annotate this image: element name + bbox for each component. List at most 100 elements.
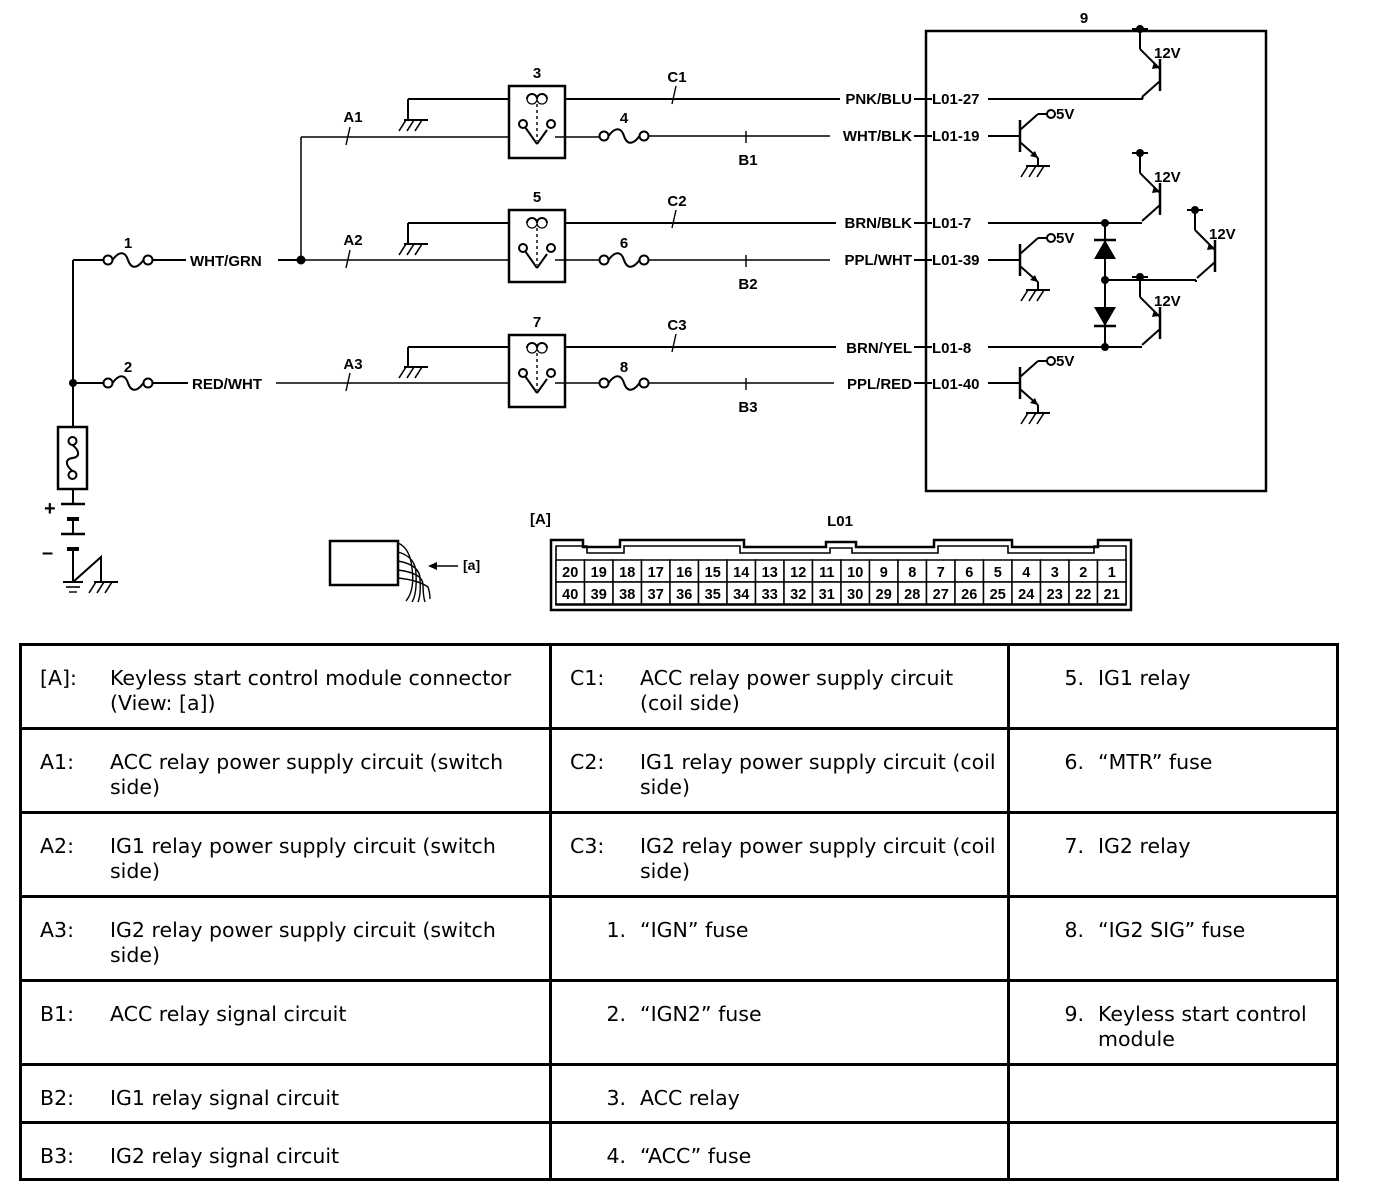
legend-cell [1007, 1121, 1339, 1181]
connector-pin-number: 36 [676, 587, 692, 603]
connector-pin-number: 39 [591, 587, 607, 603]
connector-pin-number: 31 [819, 587, 835, 603]
legend-code: C1: [570, 666, 605, 690]
connector-pin-number: 3 [1051, 565, 1059, 581]
diode-2-icon [1094, 307, 1116, 326]
wire-label-wht-grn: WHT/GRN [190, 253, 262, 270]
legend-text: IG2 relay [1098, 834, 1191, 858]
transistor-5v-1 [1020, 110, 1055, 177]
legend-cell: 1. “IGN” fuse [549, 895, 1010, 982]
legend-cell: C1: ACC relay power supply circuit (coil … [549, 643, 1010, 730]
circuit-label-a1: A1 [343, 109, 362, 126]
connector-pin-number: 18 [619, 565, 635, 581]
connector-pin-number: 19 [591, 565, 607, 581]
circuit-label-c2: C2 [667, 193, 686, 210]
legend-cell: [A]:Keyless start control module connect… [19, 643, 552, 730]
legend-code: A1: [40, 750, 74, 774]
module-label: 9 [1080, 10, 1088, 27]
legend-text: IG2 relay power supply circuit (coil sid… [640, 834, 996, 883]
voltage-12v-1: 12V [1154, 45, 1181, 62]
legend-table: [A]:Keyless start control module connect… [19, 643, 1339, 1181]
legend-cell: 5.IG1 relay [1007, 643, 1339, 730]
legend-cell: A3: IG2 relay power supply circuit (switc… [19, 895, 552, 982]
legend-text: “IG2 SIG” fuse [1098, 918, 1246, 942]
voltage-12v-3: 12V [1209, 226, 1236, 243]
wire-label-brn-blk: BRN/BLK [845, 215, 913, 232]
legend-code: 2. [606, 1002, 626, 1026]
legend-cell: 3. ACC relay [549, 1063, 1010, 1124]
connector-pin-number: 11 [819, 565, 834, 581]
legend-cell [1007, 1063, 1339, 1124]
connector-pin-number: 15 [705, 565, 721, 581]
legend-text: ACC relay signal circuit [110, 1002, 347, 1026]
legend-code: B1: [40, 1002, 75, 1026]
legend-row: B1: ACC relay signal circuit 2. “IGN2” fuse… [19, 979, 1339, 1066]
legend-code: 1. [606, 918, 626, 942]
legend-text: ACC relay power supply circuit (coil sid… [640, 666, 954, 715]
legend-cell: 2. “IGN2” fuse [549, 979, 1010, 1066]
legend-cell: A2:IG1 relay power supply circuit (switc… [19, 811, 552, 898]
voltage-12v-2: 12V [1154, 169, 1181, 186]
legend-code: 6. [1064, 750, 1084, 774]
connector-pin-number: 26 [961, 587, 977, 603]
pin-l01-8: L01-8 [932, 340, 971, 357]
legend-text: IG2 relay power supply circuit (switch s… [110, 918, 496, 967]
legend-cell: 4.“ACC” fuse [549, 1121, 1010, 1181]
connector-pin-number: 29 [876, 587, 892, 603]
circuit-label-b2: B2 [738, 276, 757, 293]
transistor-5v-2 [1020, 234, 1055, 301]
legend-row: A2:IG1 relay power supply circuit (switc… [19, 811, 1339, 898]
legend-text: “IGN” fuse [640, 918, 749, 942]
circuit-label-c1: C1 [667, 69, 686, 86]
fuse-6-label: 6 [620, 235, 628, 252]
connector-pin-number: 10 [847, 565, 863, 581]
legend-cell: C3:IG2 relay power supply circuit (coil … [549, 811, 1010, 898]
connector-pin-number: 4 [1022, 565, 1030, 581]
connector-pin-number: 13 [762, 565, 778, 581]
connector-pin-number: 14 [733, 565, 749, 581]
connector-pin-number: 40 [562, 587, 578, 603]
acc-relay-icon [507, 84, 567, 160]
legend-text: IG2 relay signal circuit [110, 1144, 340, 1168]
wire-label-red-wht: RED/WHT [192, 376, 262, 393]
connector-pin-number: 27 [933, 587, 949, 603]
legend-cell: 7.IG2 relay [1007, 811, 1339, 898]
fuse-8-icon [598, 375, 650, 391]
fuse-4-label: 4 [620, 110, 629, 127]
circuit-label-c3: C3 [667, 317, 686, 334]
transistor-5v-3 [1020, 357, 1055, 424]
connector-pin-number: 8 [908, 565, 916, 581]
legend-code: 4. [606, 1144, 626, 1168]
voltage-5v-2: 5V [1056, 230, 1074, 247]
relay-7-label: 7 [533, 314, 541, 331]
legend-code: 3. [606, 1086, 626, 1110]
legend-text: ACC relay [640, 1086, 740, 1110]
connector-pin-number: 34 [733, 587, 749, 603]
wiring-diagram: 9 + – 1 WHT/GRN 2 RED/WHT A1 A2 A [42, 10, 1268, 612]
pin-l01-27: L01-27 [932, 91, 980, 108]
connector-name-label: L01 [827, 513, 853, 530]
connector-pin-number: 2 [1079, 565, 1087, 581]
relay-3-label: 3 [533, 65, 541, 82]
ig1-relay-icon [507, 208, 567, 284]
pin-l01-19: L01-19 [932, 128, 980, 145]
connector-pin-number: 20 [562, 565, 578, 581]
connector-pin-number: 12 [790, 565, 806, 581]
fuse-1-label: 1 [124, 235, 132, 252]
legend-text: IG1 relay power supply circuit (coil sid… [640, 750, 996, 799]
circuit-label-a3: A3 [343, 356, 362, 373]
legend-text: “MTR” fuse [1098, 750, 1213, 774]
legend-text: Keyless start control module [1098, 1002, 1307, 1051]
legend-code: A3: [40, 918, 74, 942]
legend-text: Keyless start control module connector (… [110, 666, 512, 715]
connector-pin-number: 22 [1075, 587, 1091, 603]
battery-minus: – [42, 542, 53, 564]
legend-text: “IGN2” fuse [640, 1002, 762, 1026]
connector-pin-number: 28 [904, 587, 920, 603]
legend-row: A1:ACC relay power supply circuit (switc… [19, 727, 1339, 814]
connector-pin-number: 32 [790, 587, 806, 603]
connector-view-icon [328, 539, 458, 603]
view-label: [a] [463, 557, 480, 573]
